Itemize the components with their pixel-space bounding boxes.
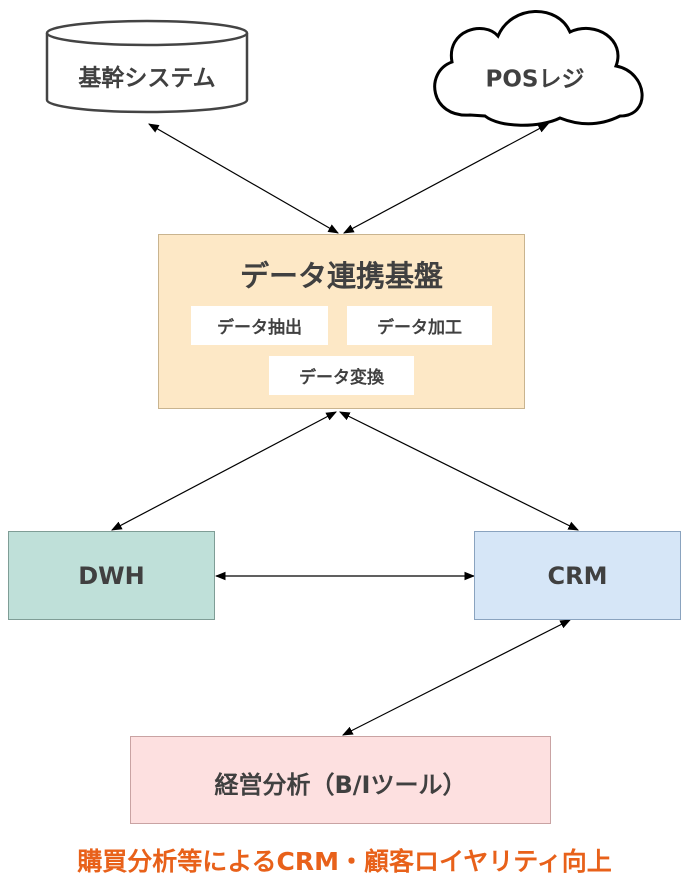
management-analysis-box: 経営分析（B/Iツール） [130, 736, 551, 824]
core-system-label: 基幹システム [78, 65, 215, 92]
dwh-box: DWH [8, 531, 215, 620]
crm-box: CRM [474, 531, 681, 620]
caption-text: 購買分析等によるCRM・顧客ロイヤリティ向上 [77, 847, 612, 876]
pos-register-cloud-icon: POSレジ [433, 10, 644, 127]
dwh-label: DWH [78, 562, 145, 590]
function-process: データ加工 [347, 306, 492, 345]
management-analysis-label: 経営分析（B/Iツール） [214, 771, 467, 799]
data-platform-title: データ連携基盤 [239, 259, 443, 293]
crm-label: CRM [547, 562, 608, 590]
core-system-database-icon: 基幹システム [45, 19, 249, 114]
pos-register-label: POSレジ [486, 67, 585, 93]
arrow-platform-to-crm [339, 411, 579, 531]
arrow-crm-to-analysis [342, 619, 571, 736]
connector-arrows [111, 123, 579, 736]
function-convert: データ変換 [269, 356, 414, 395]
function-extract: データ抽出 [191, 306, 328, 345]
arrow-core-to-platform [148, 123, 339, 234]
arrow-pos-to-platform [343, 123, 549, 234]
arrow-platform-to-dwh [111, 411, 337, 531]
data-platform-box: データ連携基盤 データ抽出 データ加工 データ変換 [158, 234, 525, 409]
